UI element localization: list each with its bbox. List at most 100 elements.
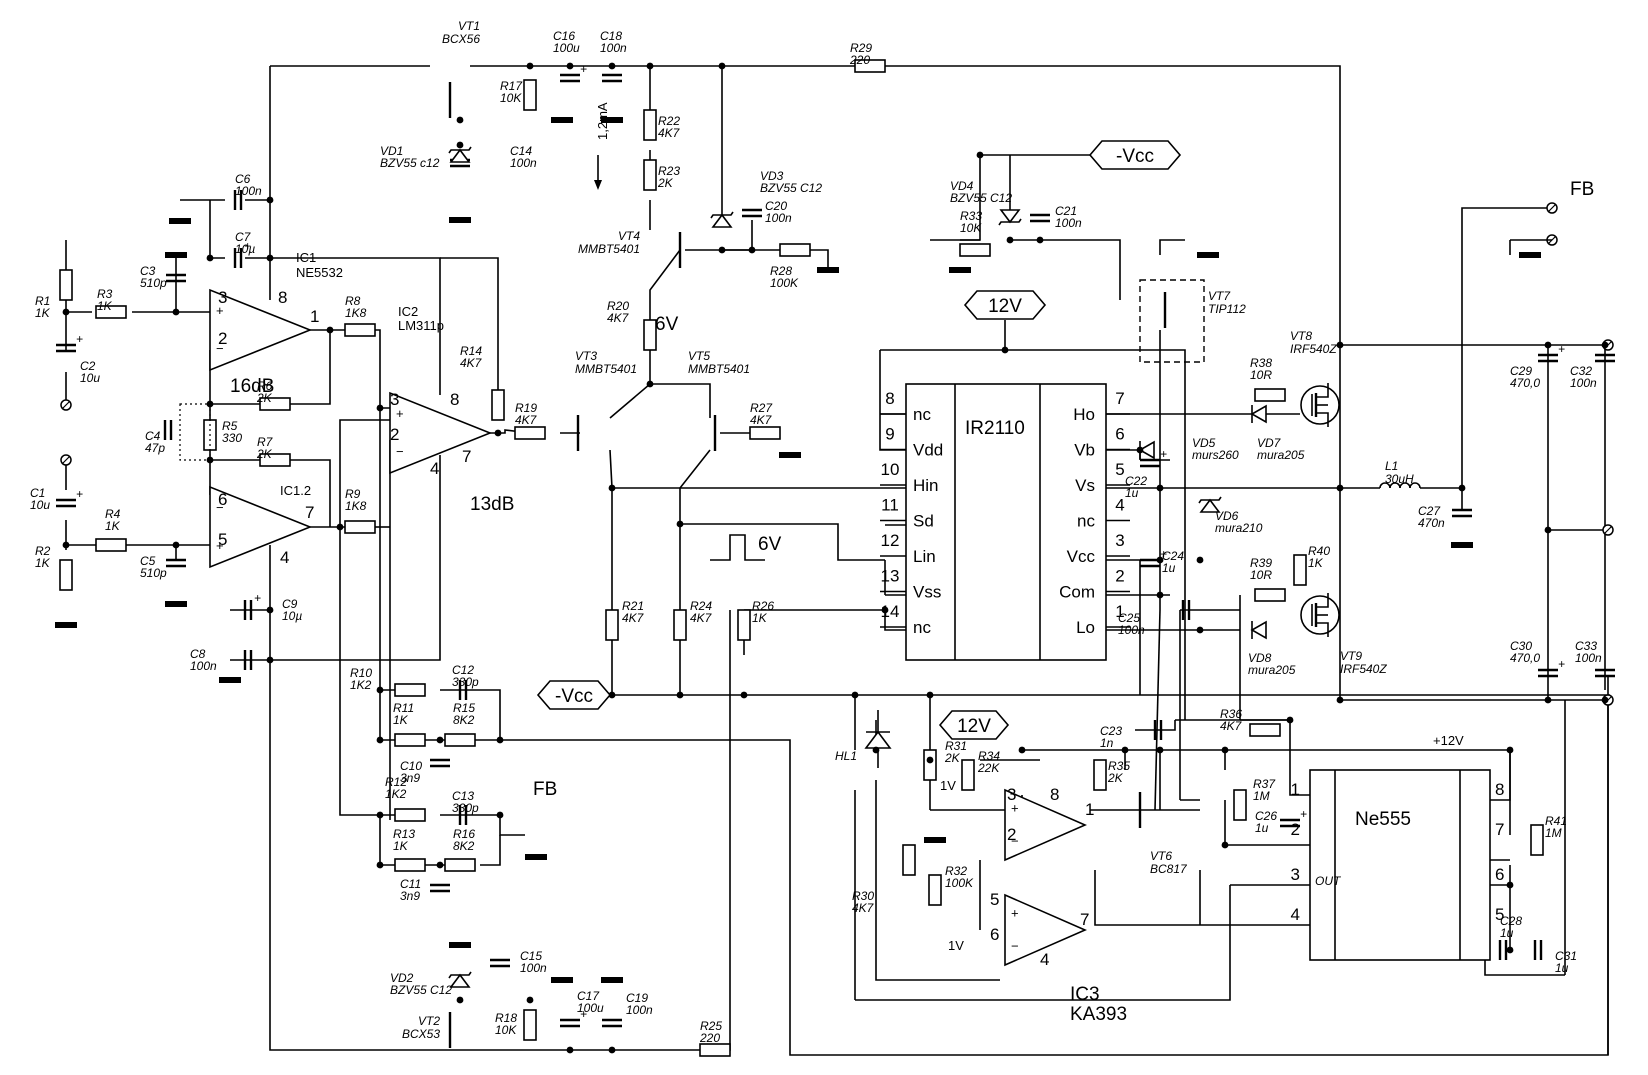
ne555-out: OUT: [1315, 874, 1342, 888]
resistor-ref-r26: R26: [752, 599, 774, 613]
ir2110-pin-name-2: Com: [1059, 583, 1095, 602]
resistor-value-r17: 10K: [500, 91, 522, 105]
ir2110-pin-name-12: Lin: [913, 547, 936, 566]
resistor-value-r20: 4K7: [607, 311, 630, 325]
capacitor-ref-c25: C25: [1118, 611, 1140, 625]
ir2110-name: IR2110: [965, 418, 1025, 439]
ne555-pin-7: 7: [1495, 820, 1504, 839]
junction-dot: [336, 523, 344, 531]
opamp-ic2: [389, 391, 493, 475]
net-label-12v: [938, 710, 1010, 740]
polarity-mark: +: [580, 62, 587, 76]
junction-dot: [266, 196, 274, 204]
capacitor-ref-c26: C26: [1255, 809, 1277, 823]
junction-dot: [608, 484, 616, 492]
resistor-ref-r17: R17: [500, 79, 523, 93]
zener-bar-vd2: [448, 971, 472, 979]
diode-vd5: [1138, 440, 1155, 460]
capacitor-value-c12: 330p: [452, 675, 479, 689]
polarity-mark: +: [1558, 342, 1565, 356]
transistor-ref-vt3: VT3: [575, 349, 597, 363]
diode-part-vd7: mura205: [1257, 448, 1305, 462]
capacitor-ref-c18: C18: [600, 29, 622, 43]
capacitor-ref-c21: C21: [1055, 204, 1077, 218]
junction-dot: [456, 141, 464, 149]
resistor-ref-r2: R2: [35, 544, 51, 558]
transistor-ref-vt4: VT4: [618, 229, 640, 243]
resistor-ref-r31: R31: [945, 739, 967, 753]
resistor-value-r6: 2K: [256, 391, 273, 405]
resistor-value-r13: 1K: [393, 839, 409, 853]
resistor-value-r41: 1M: [1545, 826, 1562, 840]
transistor-ref-vt9: VT9: [1340, 649, 1362, 663]
polarity-mark: +: [1160, 547, 1167, 561]
net-label-12v-text: 12V: [988, 296, 1022, 317]
resistor-ref-r7: R7: [257, 435, 274, 449]
mosfet-drain: [1316, 593, 1329, 608]
mosfet-source: [1316, 622, 1329, 637]
resistor-ref-r28: R28: [770, 264, 792, 278]
junction-dot: [1601, 341, 1609, 349]
resistor-value-r26: 1K: [752, 611, 768, 625]
junction-dot: [926, 691, 934, 699]
capacitor-ref-c5: C5: [140, 554, 156, 568]
opamp-minus: −: [1011, 834, 1019, 849]
resistor-value-r34: 22K: [977, 761, 1000, 775]
resistor-value-r11: 1K: [393, 713, 409, 727]
resistor-r31: [923, 749, 937, 781]
ir2110-pin-name-7: Ho: [1073, 405, 1095, 424]
resistor-value-r2: 1K: [35, 556, 51, 570]
pin-4: 4: [430, 459, 439, 478]
opamp-minus: −: [1011, 939, 1019, 954]
junction-dot: [62, 308, 70, 316]
resistor-value-r10: 1K2: [350, 678, 372, 692]
diode-part-vd5: murs260: [1192, 448, 1239, 462]
resistor-value-r12: 1K2: [385, 787, 407, 801]
ne555-pin-6: 6: [1495, 865, 1504, 884]
junction-dot: [608, 1046, 616, 1054]
capacitor-ref-c1: C1: [30, 486, 45, 500]
capacitor-ref-c24: C24: [1162, 549, 1184, 563]
transistor-ref-vt5: VT5: [688, 349, 710, 363]
transistor-ref-vt2: VT2: [418, 1014, 440, 1028]
capacitor-value-c5: 510p: [140, 566, 167, 580]
capacitor-value-c31: 1u: [1555, 961, 1569, 975]
resistor-value-r4: 1K: [105, 519, 121, 533]
resistor-value-r31: 2K: [944, 751, 961, 765]
capacitor-value-c17: 100u: [577, 1001, 604, 1015]
transistor-part-vt6: BC817: [1150, 862, 1188, 876]
junction-dot: [1336, 484, 1344, 492]
pin-6: 6: [218, 490, 227, 509]
component-layer: [55, 59, 1615, 1057]
junction-dot: [1121, 746, 1129, 754]
net-label-12v-text: 12V: [957, 716, 991, 737]
resistor-ref-r29: R29: [850, 41, 872, 55]
resistor-r26: [737, 609, 751, 641]
capacitor-value-c15: 100n: [520, 961, 547, 975]
opamp-ic3a: [1004, 788, 1087, 862]
diode-ref-hl1: HL1: [835, 749, 857, 763]
net-label-vcc-neg-text: -Vcc: [555, 686, 593, 707]
junction-dot: [1018, 746, 1026, 754]
junction-dot: [266, 254, 274, 262]
resistor-ref-r24: R24: [690, 599, 712, 613]
resistor-r8: [344, 323, 376, 337]
c4-dotted-link: [179, 403, 211, 461]
resistor-ref-r6: R6: [257, 379, 273, 393]
resistor-value-r35: 2K: [1107, 771, 1124, 785]
resistor-r33: [959, 243, 991, 257]
capacitor-ref-c23: C23: [1100, 724, 1122, 738]
junction-dot: [718, 246, 726, 254]
resistor-ref-r34: R34: [978, 749, 1000, 763]
net-label-vcc-neg: [536, 680, 612, 710]
capacitor-ref-c10: C10: [400, 759, 422, 773]
ne555-pin-5: 5: [1495, 905, 1504, 924]
junction-dot: [326, 326, 334, 334]
zener-bar-vd6: [1198, 496, 1222, 504]
zener-vd4: [999, 209, 1021, 224]
capacitor-ref-c27: C27: [1418, 504, 1441, 518]
resistor-r27: [749, 426, 781, 440]
resistor-value-r14: 4K7: [460, 356, 483, 370]
junction-dot: [1156, 484, 1164, 492]
ir2110-pin-3: 3: [1115, 531, 1124, 550]
